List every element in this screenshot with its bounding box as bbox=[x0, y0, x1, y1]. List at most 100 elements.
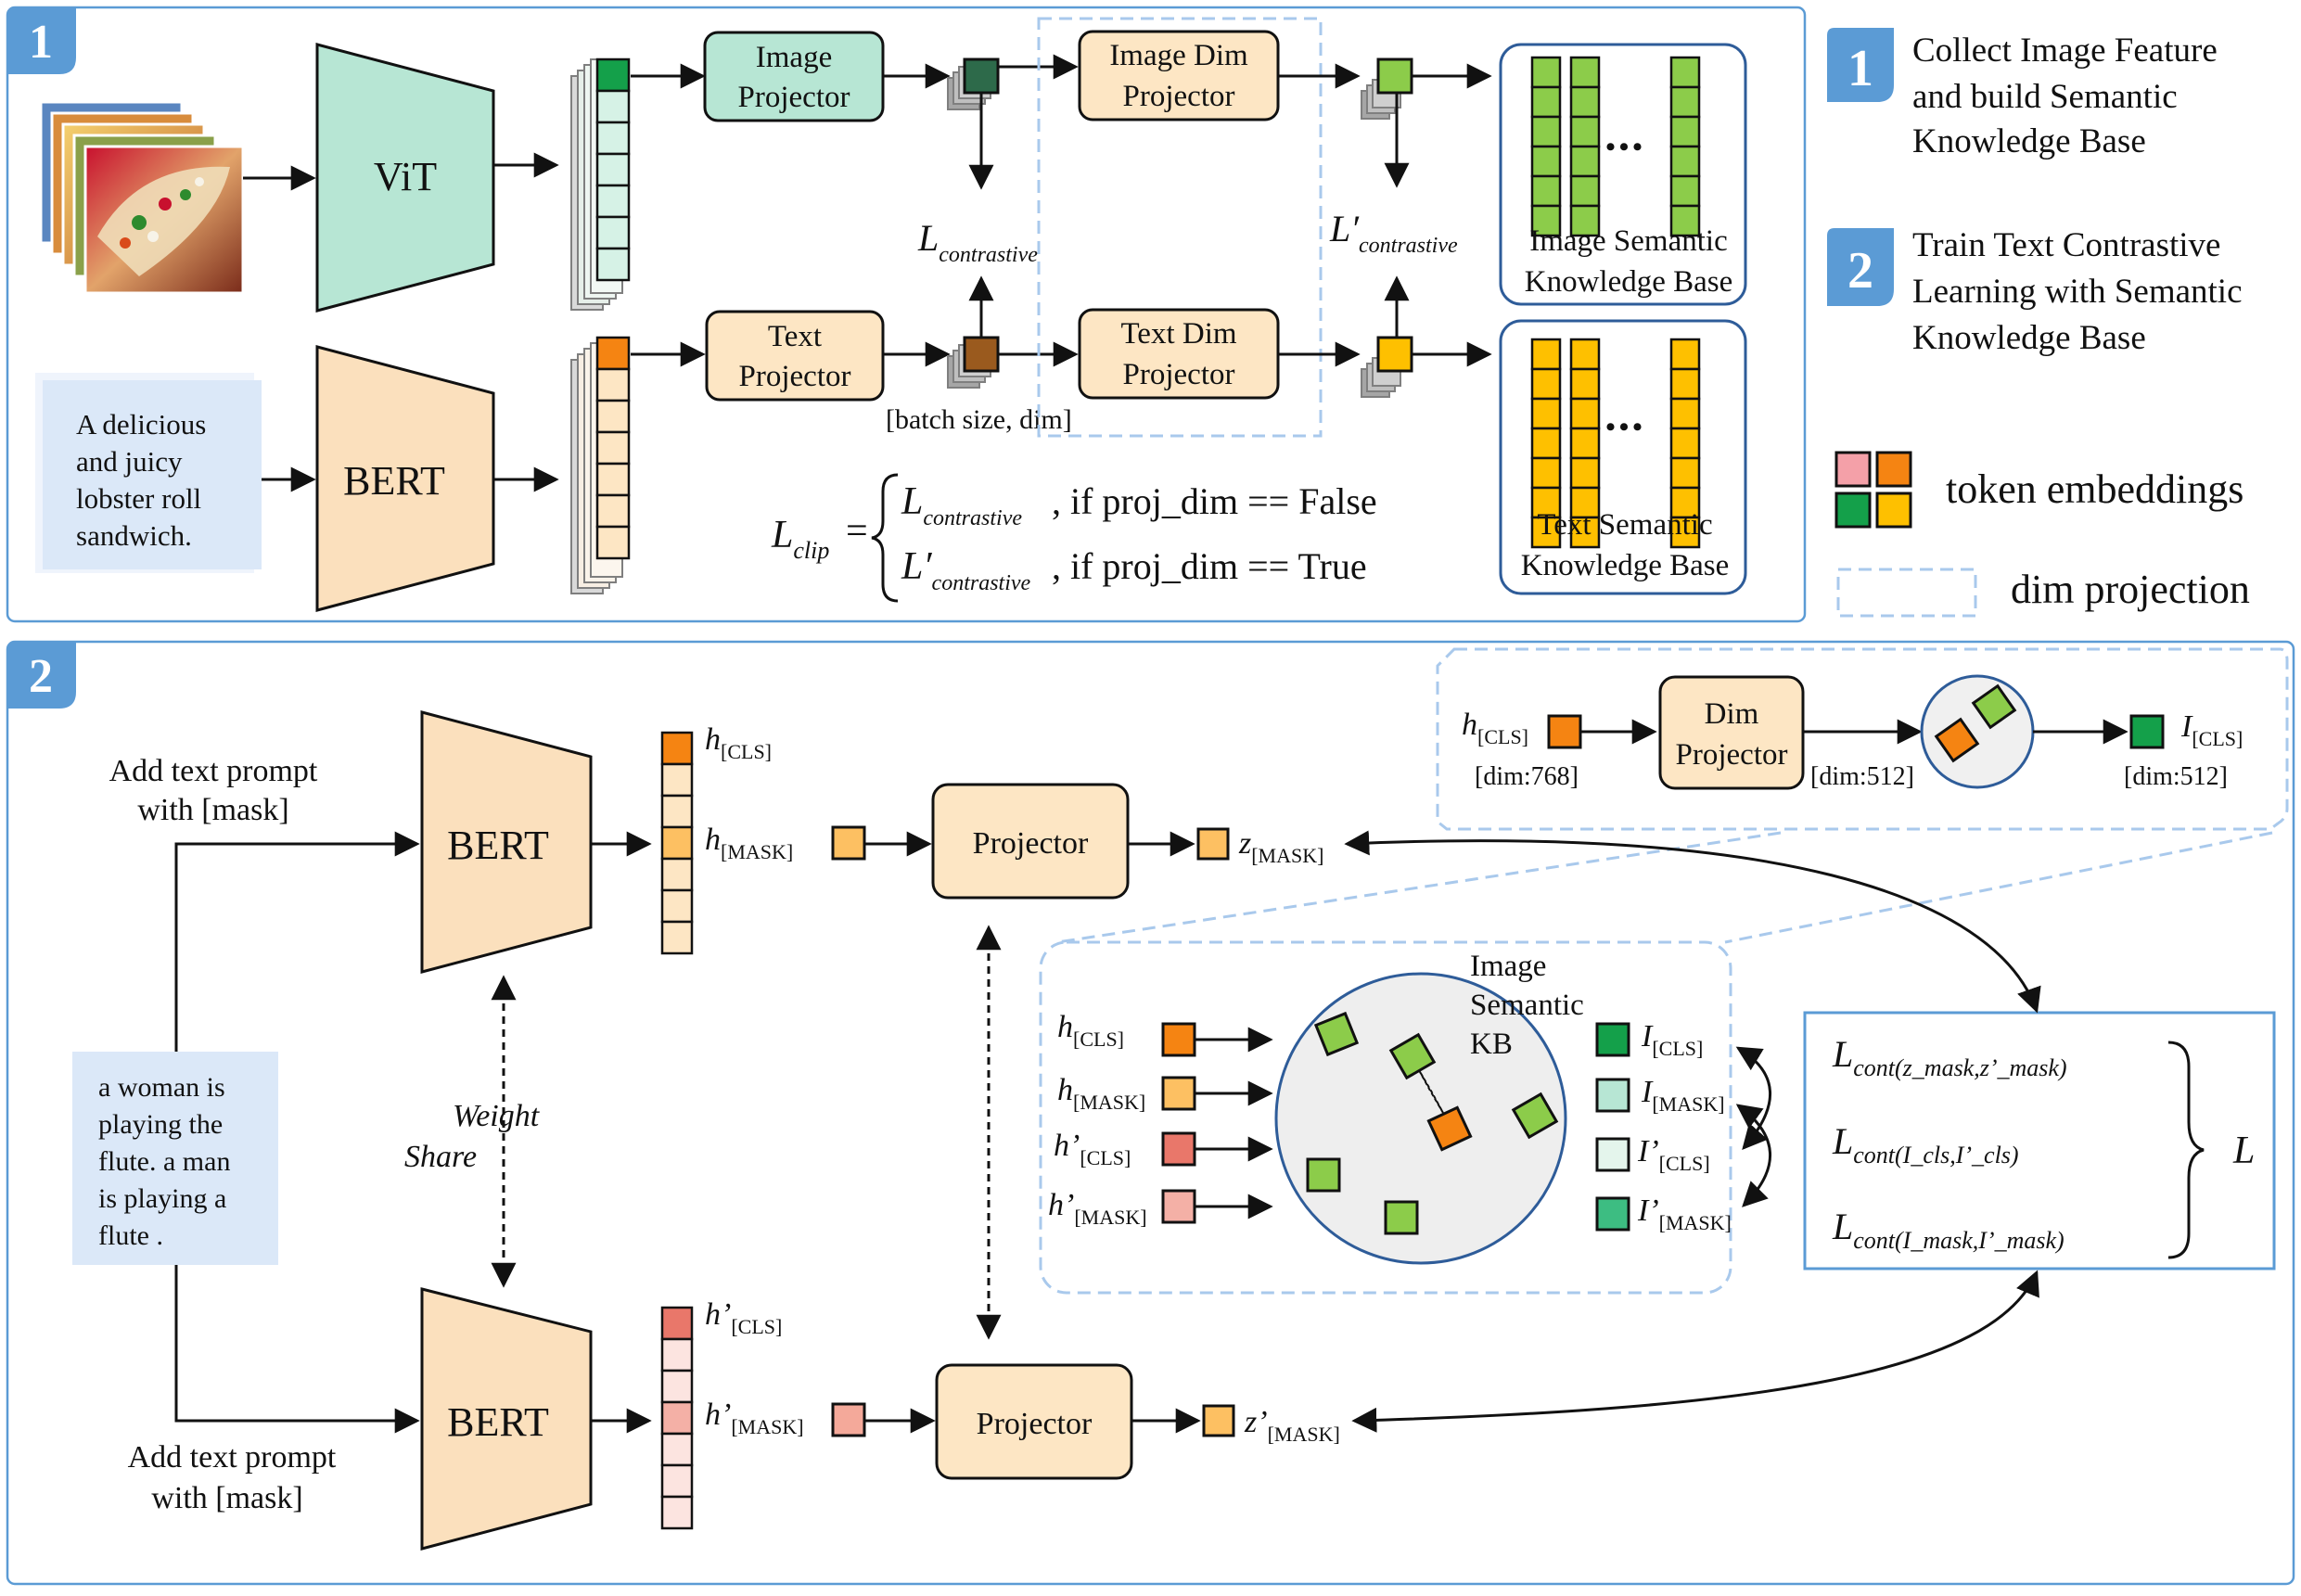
panel-1-border bbox=[6, 6, 1807, 623]
h-cls-label: h[CLS] bbox=[705, 722, 772, 763]
svg-text:2: 2 bbox=[1847, 242, 1873, 300]
food-image-stack bbox=[39, 100, 245, 295]
text-kb-cell bbox=[1669, 516, 1701, 549]
bottom-token-cell bbox=[660, 1432, 694, 1467]
inset-h-token bbox=[1547, 714, 1582, 749]
kb-in2-token bbox=[1161, 1076, 1196, 1111]
image-kb-dots: ••• bbox=[1605, 132, 1646, 162]
kb-out2-label: I[MASK] bbox=[1641, 1075, 1725, 1116]
formula-lhs: Lclip bbox=[771, 514, 829, 564]
text-token-stack bbox=[570, 336, 631, 594]
kb-point bbox=[1306, 1157, 1341, 1193]
image-token-cell bbox=[595, 215, 631, 250]
inset-h-label: h[CLS] bbox=[1462, 708, 1528, 748]
inset-dim-region bbox=[1436, 647, 2289, 831]
text-token-cell bbox=[595, 430, 631, 466]
image-kb-line-1: Image Semantic bbox=[1529, 224, 1728, 258]
top-token-cell bbox=[660, 762, 694, 798]
top-token-cell bbox=[660, 731, 694, 766]
kb-in2-label: h[MASK] bbox=[1057, 1073, 1145, 1114]
prompt-top-line-2: with [mask] bbox=[137, 793, 288, 827]
kb-point bbox=[1388, 1032, 1437, 1080]
inset-dim512a: [dim:512] bbox=[1810, 762, 1914, 791]
text-kb-columns bbox=[1530, 338, 1701, 549]
top-token-cell bbox=[660, 857, 694, 892]
top-token-cell bbox=[660, 825, 694, 861]
text-projector-line-1: Text bbox=[768, 320, 822, 353]
inset-embedding-space bbox=[1920, 674, 2035, 789]
legend-dim-icon bbox=[1836, 568, 1977, 618]
text-kb-cell bbox=[1669, 427, 1701, 460]
panel-1-badge: 1 bbox=[7, 7, 76, 74]
top-token-cell bbox=[660, 794, 694, 829]
legend-badge-2: 2 bbox=[1827, 228, 1894, 306]
sentence-line-4: is playing a bbox=[98, 1183, 226, 1214]
kb-pair-mask-arrow bbox=[1735, 1104, 1772, 1207]
text-kb-cell bbox=[1569, 338, 1601, 371]
caption-line-3: lobster roll bbox=[76, 482, 201, 515]
panel-2-badge: 2 bbox=[7, 642, 76, 709]
caption-box: A delicious and juicy lobster roll sandw… bbox=[35, 373, 262, 573]
bert-bottom-label: BERT bbox=[447, 1399, 549, 1445]
inset-dim768: [dim:768] bbox=[1475, 762, 1579, 791]
image-kb-cell bbox=[1669, 115, 1701, 148]
arrow-sentence-bert-top bbox=[174, 831, 420, 1052]
image-projector-line-2: Projector bbox=[738, 81, 850, 114]
kb-in1-token bbox=[1161, 1022, 1196, 1057]
legend-badge-1: 1 bbox=[1827, 28, 1894, 102]
vit-encoder bbox=[315, 43, 495, 313]
text-token-cell bbox=[595, 525, 631, 560]
svg-text:1: 1 bbox=[1847, 40, 1873, 97]
legend-item-2-line-1: Train Text Contrastive bbox=[1912, 226, 2220, 264]
kb-space-points bbox=[1306, 1011, 1559, 1235]
legend-token-icon bbox=[1834, 451, 1912, 529]
inset-dim-projector bbox=[1658, 675, 1805, 790]
text-kb-cell bbox=[1669, 397, 1701, 430]
inset-connector-right bbox=[1724, 831, 2273, 944]
kb-in4-label: h’[MASK] bbox=[1048, 1188, 1147, 1229]
text-kb-cell bbox=[1669, 338, 1701, 371]
zp-mask-label: z’[MASK] bbox=[1244, 1405, 1340, 1446]
bottom-token-cell bbox=[660, 1495, 694, 1530]
weight-share-line-2: Share bbox=[404, 1140, 477, 1174]
image-kb-cell bbox=[1569, 204, 1601, 237]
text-kb-cell bbox=[1569, 367, 1601, 401]
image-kb-columns bbox=[1530, 56, 1701, 237]
caption-line-1: A delicious bbox=[76, 408, 206, 440]
top-token-cell bbox=[660, 920, 694, 955]
image-token-cell bbox=[595, 89, 631, 124]
text-kb-cell bbox=[1530, 516, 1562, 549]
bert-encoder-bottom bbox=[420, 1287, 593, 1551]
formula-case-1-cond: , if proj_dim == False bbox=[1052, 480, 1377, 522]
text-kb-cell bbox=[1569, 427, 1601, 460]
text-kb-cell bbox=[1669, 456, 1701, 490]
image-token-cell bbox=[595, 247, 631, 282]
kb-title-line-3: KB bbox=[1470, 1028, 1513, 1061]
bert-encoder-top bbox=[420, 710, 593, 974]
loss-total: L bbox=[2232, 1130, 2255, 1172]
image-kb-cell bbox=[1669, 85, 1701, 119]
bottom-token-cell bbox=[660, 1306, 694, 1341]
hp-mask-label: h’[MASK] bbox=[705, 1398, 804, 1438]
legend: 1 Collect Image Feature and build Semant… bbox=[1827, 28, 2250, 618]
image-kb-cell bbox=[1530, 145, 1562, 178]
kb-out4-label: I’[MASK] bbox=[1637, 1194, 1732, 1234]
image-dim-projector-line-1: Image Dim bbox=[1109, 39, 1248, 72]
image-kb-cell bbox=[1530, 85, 1562, 119]
text-kb-cell bbox=[1530, 367, 1562, 401]
kb-point bbox=[1384, 1200, 1419, 1235]
image-kb-line-2: Knowledge Base bbox=[1525, 265, 1733, 299]
kb-out2-token bbox=[1595, 1078, 1630, 1113]
kb-out4-token bbox=[1595, 1196, 1630, 1232]
vit-label: ViT bbox=[374, 154, 437, 199]
l-prime-contrastive: L′contrastive bbox=[1329, 208, 1458, 258]
text-kb-cell bbox=[1569, 516, 1601, 549]
text-dim-embedding-stack bbox=[1361, 336, 1413, 398]
sentence-line-3: flute. a man bbox=[98, 1146, 230, 1177]
text-kb-cell bbox=[1669, 367, 1701, 401]
kb-point bbox=[1511, 1092, 1559, 1140]
text-kb-line-2: Knowledge Base bbox=[1521, 549, 1730, 582]
kb-title-line-2: Semantic bbox=[1470, 989, 1584, 1022]
kb-query-point bbox=[1426, 1105, 1473, 1152]
text-dim-projector-line-2: Projector bbox=[1123, 358, 1235, 391]
